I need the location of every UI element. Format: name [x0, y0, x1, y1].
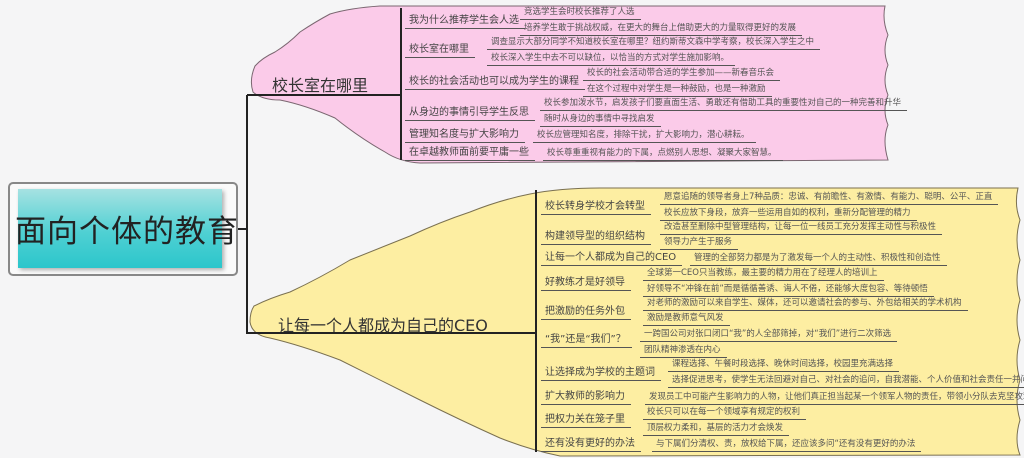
detail-node[interactable]: 管理的全部努力都是为了激发每一个人的主动性、积极性和创造性: [690, 251, 947, 266]
branch-title-ceo[interactable]: 让每一个人都成为自己的CEO: [278, 316, 488, 335]
central-topic[interactable]: 面向个体的教育: [8, 182, 238, 276]
detail-node[interactable]: 全球第一CEO只当教练，最主要的精力用在了经理人的培训上: [643, 266, 884, 281]
branch-title-principal-office[interactable]: 校长室在哪里: [272, 76, 369, 95]
detail-node[interactable]: 顶层权力柔和，基层的活力才会焕发: [643, 421, 790, 436]
detail-node[interactable]: 领导力产生于服务: [660, 235, 739, 250]
detail-node[interactable]: 调查显示大部分同学不知道校长室在哪里？纽约斯蒂文森中学考察，校长深入学生之中: [487, 35, 821, 50]
detail-node[interactable]: 对老师的激励可以来自学生、媒体，还可以邀请社会的参与、外包给相关的学术机构: [643, 296, 968, 311]
topic-node[interactable]: 校长的社会活动也可以成为学生的课程: [405, 75, 585, 90]
topic-node[interactable]: 让选择成为学校的主题词: [541, 366, 661, 381]
detail-node[interactable]: 课程选择、午餐时段选择、晚休时间选择，校园里充满选择: [668, 357, 900, 372]
topic-node[interactable]: 构建领导型的组织结构: [541, 230, 651, 245]
yellow-cloud: [249, 187, 1021, 457]
topic-node[interactable]: 让每一个人都成为自己的CEO: [541, 251, 683, 266]
topic-node[interactable]: 在卓越教师面前要平庸一些: [405, 146, 535, 161]
topic-node[interactable]: 好教练才是好领导: [541, 276, 631, 291]
detail-node[interactable]: 校长尊重重视有能力的下属，点燃别人思想、凝聚大家智慧。: [543, 146, 783, 161]
detail-node[interactable]: 愿意追随的领导者身上7种品质：忠诚、有前瞻性、有激情、有能力、聪明、公平、正直: [660, 190, 999, 205]
topic-node[interactable]: “我”还是“我们”？: [541, 333, 632, 348]
detail-node[interactable]: 竞选学生会时校长推荐了人选: [520, 5, 641, 20]
central-topic-label: 面向个体的教育: [15, 214, 239, 250]
detail-node[interactable]: 校长应管理知名度，排除干扰，扩大影响力，潜心耕耘。: [533, 128, 756, 143]
topic-node[interactable]: 校长转身学校才会转型: [541, 200, 651, 215]
detail-node[interactable]: 选择促进思考，使学生无法回避对自己、对社会的追问，自我潜能、个人价值和社会责任一…: [668, 373, 1024, 388]
topic-node[interactable]: 扩大教师的影响力: [541, 390, 631, 405]
topic-node[interactable]: 还有没有更好的办法: [541, 437, 641, 452]
detail-node[interactable]: 与下属们分清权、责，放权给下属，还应该多问“还有没有更好的办法: [652, 437, 922, 452]
topic-node[interactable]: 把激励的任务外包: [541, 305, 631, 320]
central-topic-fill: [18, 189, 222, 268]
connector-lines: [238, 8, 537, 452]
detail-node[interactable]: 激励是教师意气风发: [643, 311, 730, 326]
detail-node[interactable]: 校长的社会活动带合适的学生参加——新春音乐会: [583, 66, 781, 81]
topic-node[interactable]: 我为什么推荐学生会人选: [405, 14, 525, 29]
topic-node[interactable]: 从身边的事情引导学生反思: [405, 106, 535, 121]
detail-node[interactable]: 团队精神渗透在内心: [640, 343, 727, 358]
detail-node[interactable]: 校长应放下身段，放弃一些运用自如的权利，重新分配管理的精力: [660, 206, 917, 221]
topic-node[interactable]: 把权力关在笼子里: [541, 413, 631, 428]
detail-node[interactable]: 校长深入学生中去不可以缺位，以恰当的方式对学生施加影响。: [487, 51, 736, 66]
detail-node[interactable]: 校长只可以在每一个领域享有规定的权利: [643, 405, 807, 420]
detail-node[interactable]: 随时从身边的事情中寻找启发: [540, 112, 661, 127]
detail-node[interactable]: 发现员工中可能产生影响力的人物，让他们真正担当起某一个领军人物的责任，带领小分队…: [645, 390, 1024, 405]
detail-node[interactable]: 校长参加泼水节，启发孩子们要直面生活、勇敢还有借助工具的重要性对自己的一种完善和…: [540, 96, 908, 111]
pink-cloud: [250, 5, 889, 164]
detail-node[interactable]: 改造甚至删除中型管理结构，让每一位一线员工充分发挥主动性与积极性: [660, 220, 943, 235]
detail-node[interactable]: 好领导不“冲锋在前”而是循循善诱、诲人不倦，还能够大度包容、等待顿悟: [643, 282, 934, 297]
topic-node[interactable]: 校长室在哪里: [405, 43, 475, 58]
detail-node[interactable]: 培养学生敢于挑战权威，在更大的舞台上借助更大的力量取得更好的发展: [520, 21, 803, 36]
topic-node[interactable]: 管理知名度与扩大影响力: [405, 128, 525, 143]
detail-node[interactable]: 一跨国公司对张口闭口“我”的人全部筛掉，对“我们”进行二次筛选: [640, 327, 898, 342]
detail-node[interactable]: 在这个过程中对学生是一种鼓励，也是一种激励: [583, 82, 772, 97]
